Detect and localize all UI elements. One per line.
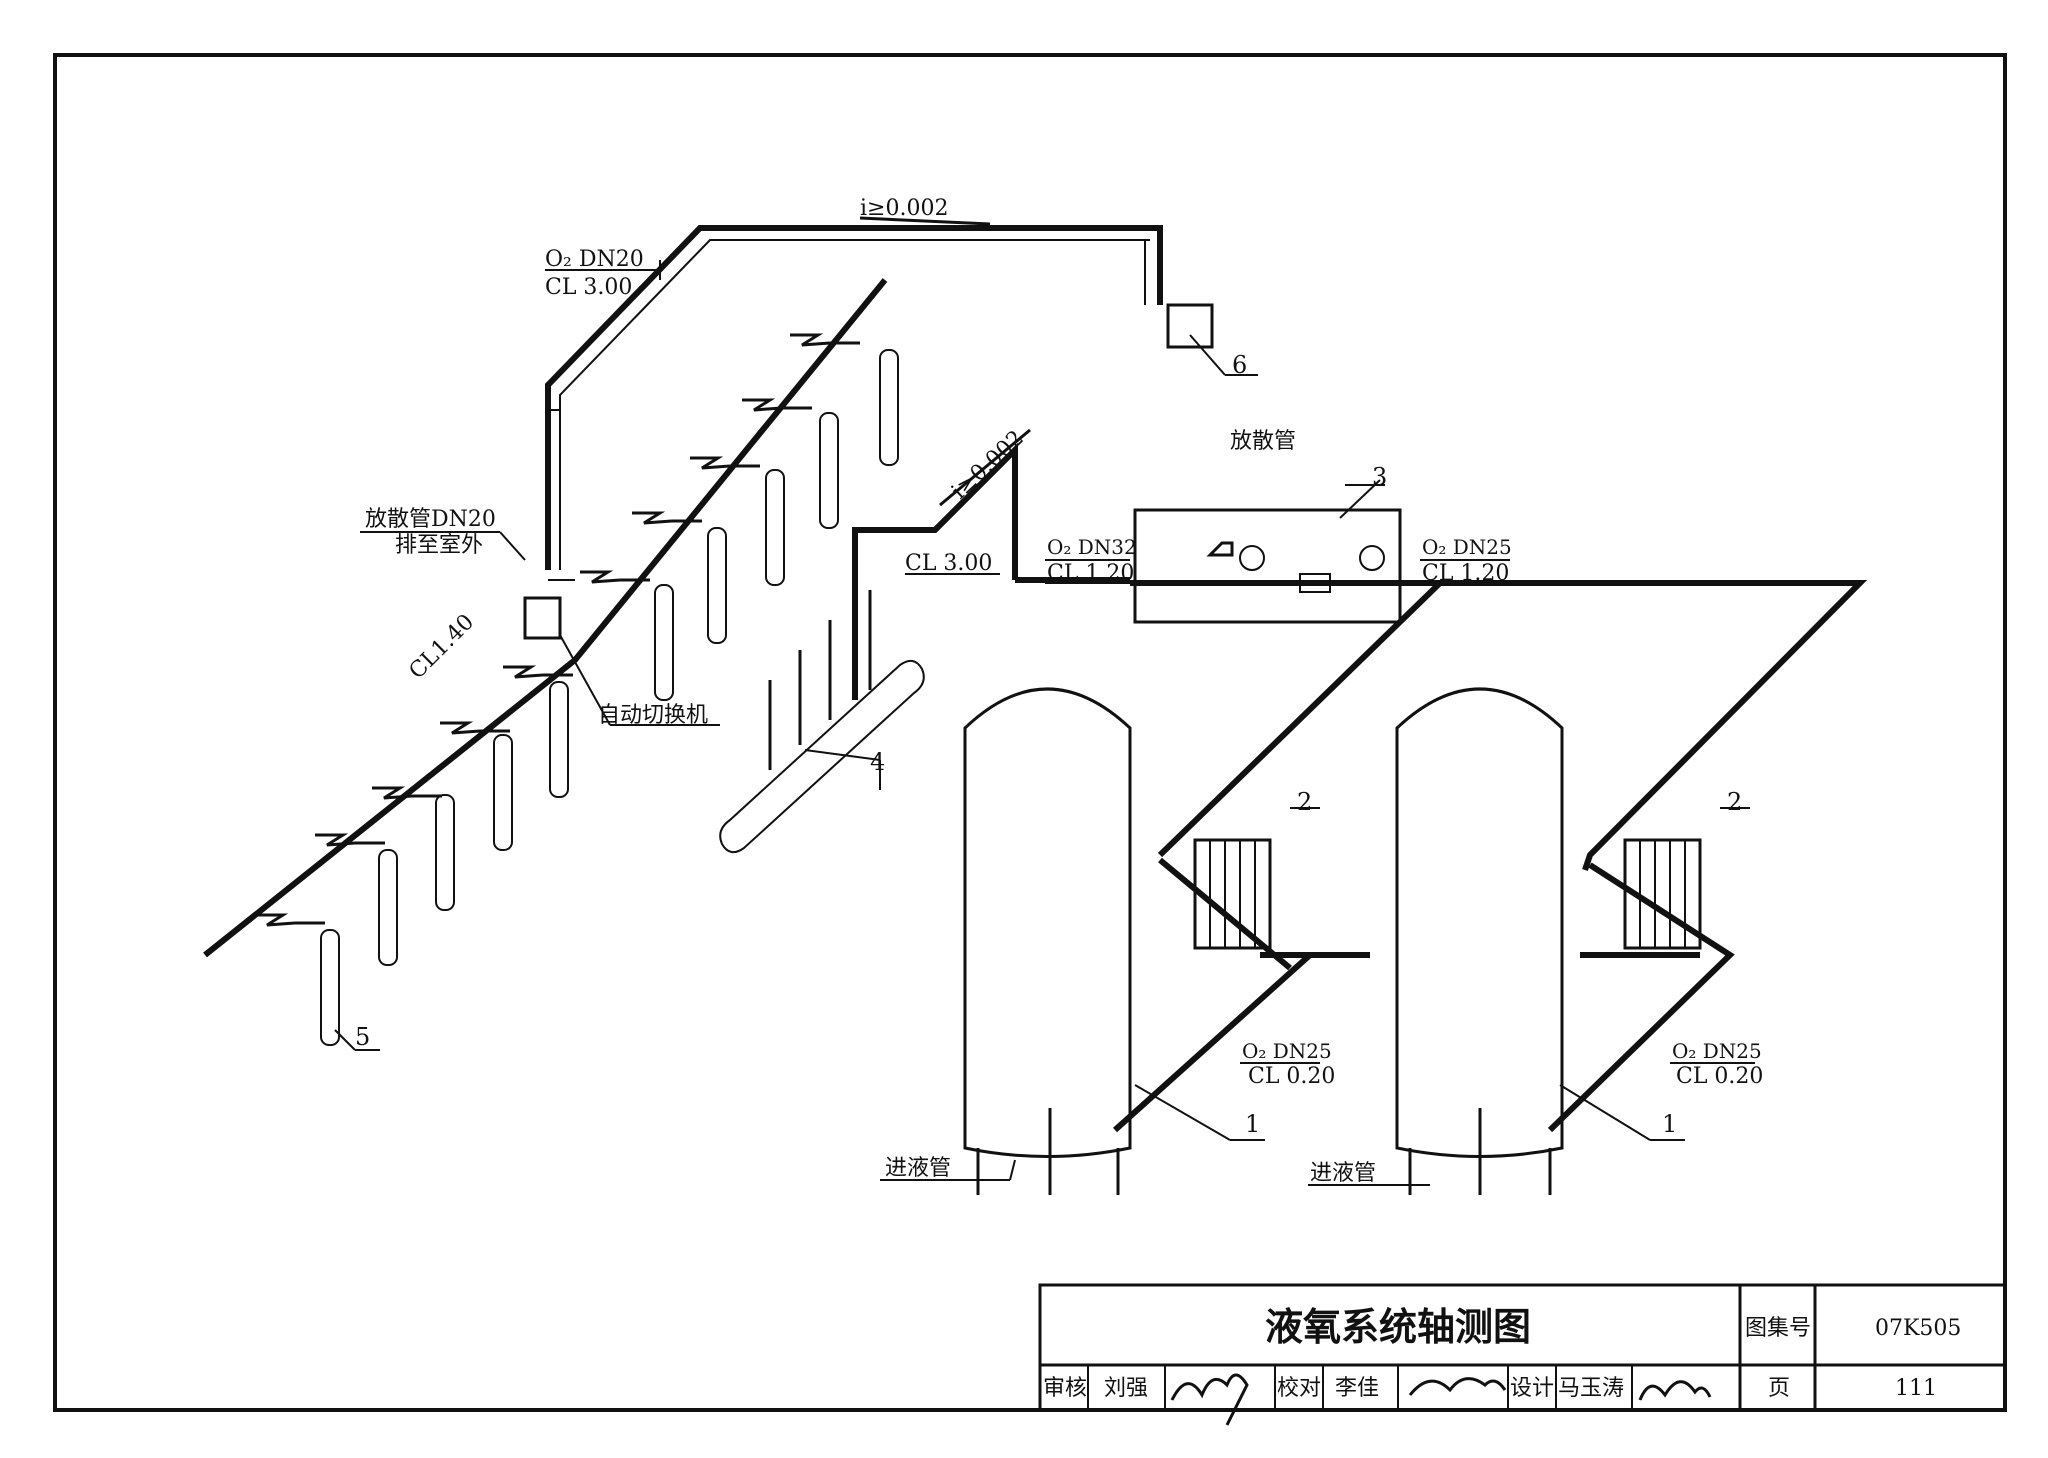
auto-switch-box — [523, 596, 562, 640]
label-vent-pipe: 放散管 — [1230, 429, 1296, 454]
label-cl-300-mid: CL 3.00 — [905, 551, 992, 576]
label-slope-top: i≥0.002 — [860, 196, 948, 221]
design-label: 设计 — [1510, 1376, 1554, 1401]
vaporizer-right — [1623, 838, 1702, 950]
oxygen-cylinders — [320, 349, 899, 1046]
atlas-label: 图集号 — [1745, 1316, 1811, 1341]
control-panel-3 — [1130, 479, 1440, 624]
item-number-1-left: 1 — [1245, 1110, 1260, 1138]
lox-tank-right — [1395, 687, 1685, 1195]
title-block: 液氧系统轴测图 图集号 07K505 审核 刘强 校对 李佳 设计 马玉涛 页 … — [1038, 1283, 2007, 1426]
cylinder-manifold — [203, 225, 1163, 1046]
label-cl-020-left: CL 0.20 — [1248, 1064, 1335, 1089]
label-inlet-left: 进液管 — [885, 1156, 951, 1181]
label-inlet-right: 进液管 — [1310, 1161, 1376, 1186]
drawing-frame — [53, 53, 2007, 1412]
item-number-1-right: 1 — [1662, 1110, 1677, 1138]
equipment-6 — [1166, 303, 1258, 376]
distributor-4 — [719, 442, 1130, 854]
label-cl-020-right: CL 0.20 — [1676, 1064, 1763, 1089]
tank-header-pipes — [1112, 580, 1868, 1133]
drawing-title: 液氧系统轴测图 — [1265, 1305, 1531, 1349]
vaporizer-left — [1193, 838, 1272, 950]
label-cl-120-a: CL 1.20 — [1047, 561, 1134, 586]
label-vent-outdoor: 排至室外 — [395, 533, 483, 558]
label-o2-dn25-left: O₂ DN25 — [1242, 1039, 1332, 1063]
atlas-number: 07K505 — [1875, 1316, 1961, 1341]
checker-signature — [1408, 1377, 1507, 1396]
item-number-4: 4 — [870, 748, 885, 776]
designer-name: 马玉涛 — [1558, 1376, 1624, 1401]
label-cl-120-b: CL 1.20 — [1422, 561, 1509, 586]
item-number-6: 6 — [1232, 351, 1247, 379]
review-label: 审核 — [1043, 1376, 1087, 1401]
item-number-2-left: 2 — [1297, 788, 1312, 816]
item-number-2-right: 2 — [1727, 788, 1742, 816]
lox-tank-left — [963, 687, 1265, 1195]
label-o2-dn25-right: O₂ DN25 — [1672, 1039, 1762, 1063]
checker-name: 李佳 — [1335, 1376, 1379, 1401]
label-cl-140: CL1.40 — [405, 610, 480, 685]
item-number-5: 5 — [355, 1023, 370, 1051]
reviewer-name: 刘强 — [1104, 1376, 1148, 1401]
label-o2-dn20: O₂ DN20 — [545, 247, 644, 272]
cylinder-branches — [255, 333, 860, 927]
label-o2-dn25-top: O₂ DN25 — [1422, 535, 1512, 559]
label-auto-switch: 自动切换机 — [598, 703, 708, 728]
label-vent-dn20: 放散管DN20 — [365, 507, 496, 532]
designer-signature — [1638, 1380, 1712, 1401]
check-label: 校对 — [1277, 1376, 1321, 1401]
label-cl-300-top: CL 3.00 — [545, 275, 632, 300]
item-number-3: 3 — [1372, 463, 1387, 491]
reviewer-signature — [1170, 1373, 1249, 1426]
label-o2-dn32: O₂ DN32 — [1047, 535, 1137, 559]
page-label: 页 — [1768, 1376, 1790, 1401]
page-number: 111 — [1895, 1376, 1937, 1401]
